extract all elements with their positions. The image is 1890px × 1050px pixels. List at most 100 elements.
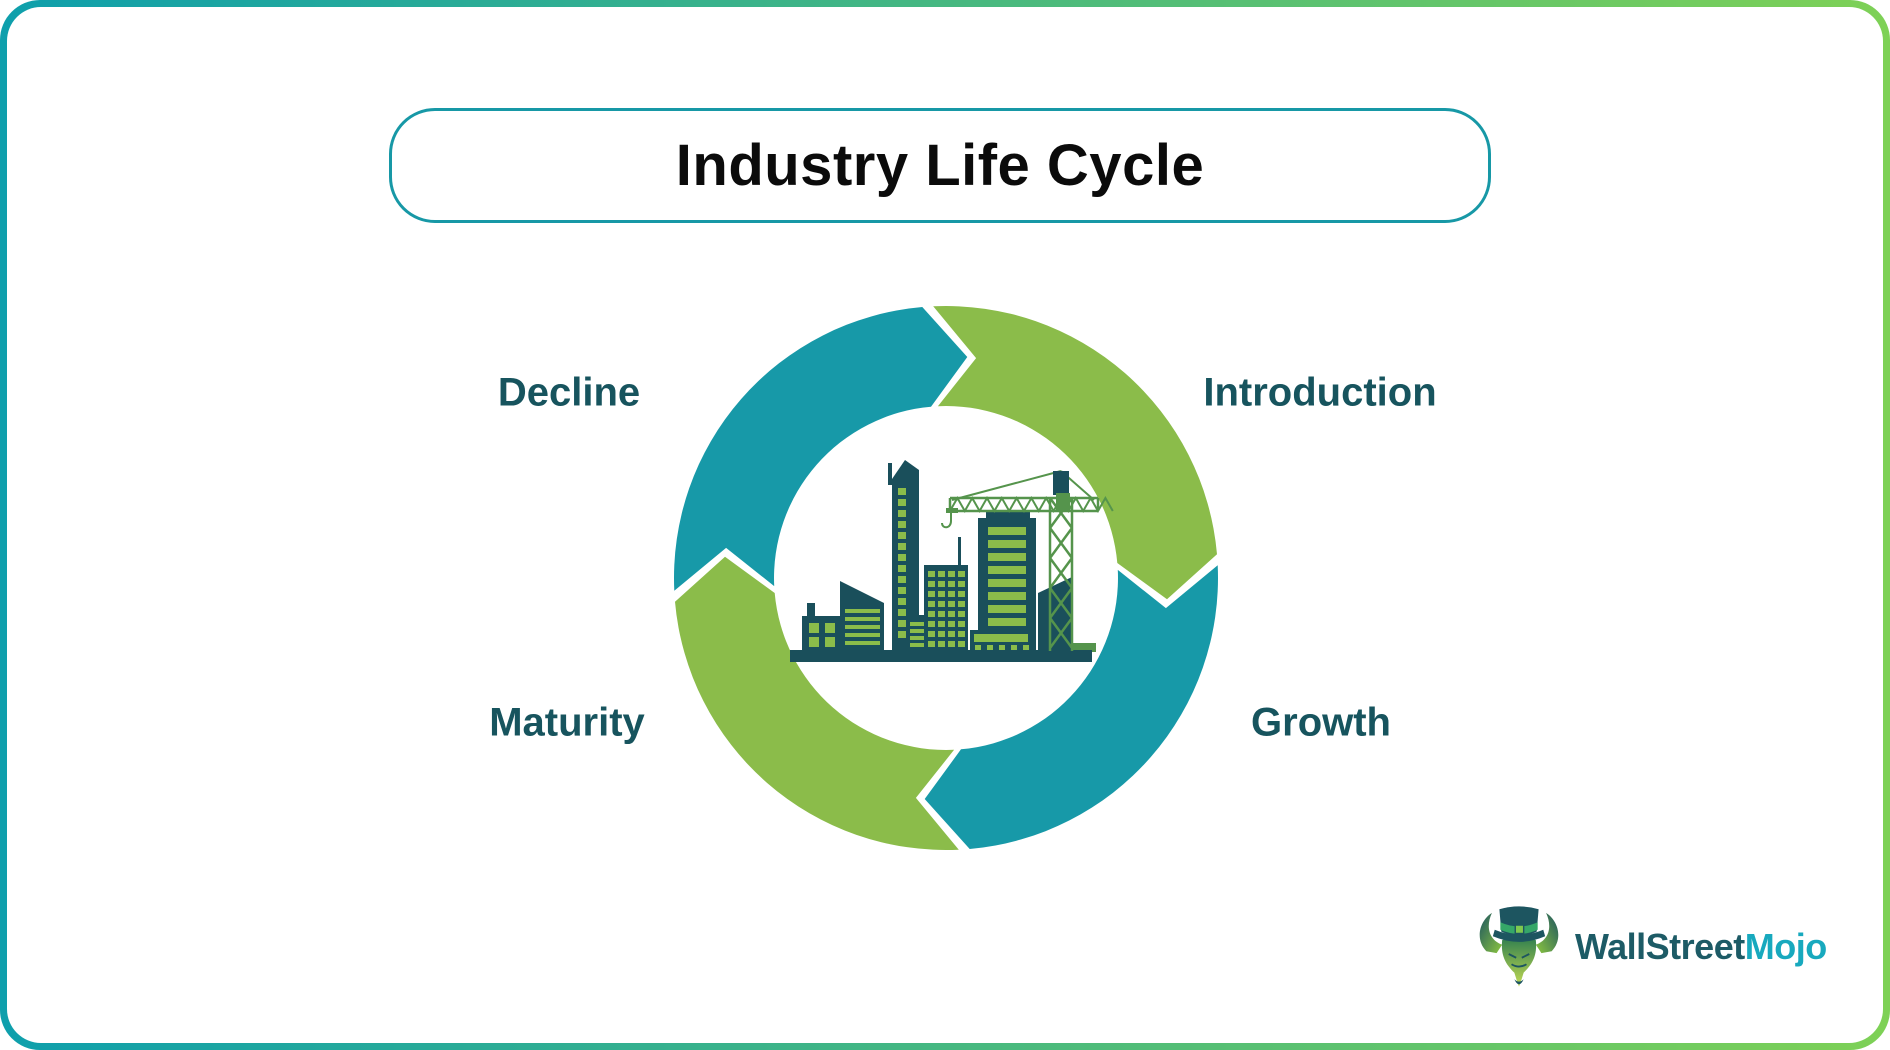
stripe <box>845 625 880 629</box>
window-bar <box>988 527 1026 535</box>
window <box>938 591 945 597</box>
window-bar <box>988 605 1026 613</box>
window <box>938 631 945 637</box>
logo-wordmark: WallStreetMojo <box>1575 926 1827 968</box>
window <box>1023 645 1029 650</box>
antenna <box>958 537 961 567</box>
window <box>938 601 945 607</box>
rect-shape <box>924 565 968 651</box>
bull-right-horn <box>1535 912 1559 954</box>
crane-pylon <box>1053 471 1069 495</box>
stripe <box>910 643 930 647</box>
window <box>948 571 955 577</box>
window <box>898 488 906 495</box>
stripe <box>845 633 880 637</box>
window <box>898 587 906 594</box>
title-box: Industry Life Cycle <box>389 108 1491 223</box>
window-bar <box>988 579 1026 587</box>
window <box>825 637 835 647</box>
window <box>987 645 993 650</box>
rect-shape <box>802 616 842 651</box>
window <box>825 623 835 633</box>
stage-label-decline: Decline <box>497 370 641 415</box>
window <box>958 581 965 587</box>
window-bar <box>988 592 1026 600</box>
window <box>948 621 955 627</box>
window <box>809 637 819 647</box>
ring-segment-introduction <box>933 305 1217 600</box>
window <box>928 621 935 627</box>
logo-text-primary: WallStreet <box>1575 926 1745 967</box>
jib-chords <box>948 496 1100 513</box>
ring-segment-maturity <box>675 556 959 851</box>
window <box>898 576 906 583</box>
stage-label-introduction: Introduction <box>1203 370 1437 415</box>
stripe <box>845 617 880 621</box>
window <box>928 571 935 577</box>
stripe <box>910 636 930 640</box>
bull-eyes <box>1508 953 1530 968</box>
jib-lattice <box>949 495 1114 514</box>
window <box>975 645 981 650</box>
window <box>948 581 955 587</box>
crane-hook <box>941 513 952 529</box>
stripe <box>910 629 930 633</box>
window <box>948 641 955 647</box>
building-wedge-right <box>1038 577 1072 651</box>
stage-label-growth: Growth <box>1251 700 1391 745</box>
ring-segment-growth <box>924 565 1219 849</box>
window <box>1011 645 1017 650</box>
window-bar <box>988 540 1026 548</box>
crane-cables <box>951 470 1095 501</box>
window-bar <box>988 618 1026 626</box>
window <box>809 623 819 633</box>
crane-cab <box>1056 493 1070 511</box>
window <box>898 554 906 561</box>
window <box>898 521 906 528</box>
stage-label-maturity: Maturity <box>489 700 645 745</box>
window <box>928 601 935 607</box>
antenna <box>888 463 892 485</box>
window <box>999 645 1005 650</box>
window <box>928 641 935 647</box>
window <box>928 631 935 637</box>
polygon-shape <box>840 581 884 651</box>
window <box>938 611 945 617</box>
window <box>958 631 965 637</box>
window <box>958 591 965 597</box>
cycle-ring <box>673 305 1219 851</box>
window <box>948 631 955 637</box>
window <box>948 611 955 617</box>
window <box>958 571 965 577</box>
window <box>938 641 945 647</box>
window <box>898 565 906 572</box>
building-house <box>802 603 842 651</box>
building-wedge-left <box>840 581 884 651</box>
building-tower <box>888 460 919 651</box>
bull-with-top-hat-icon <box>1479 906 1559 987</box>
window <box>958 611 965 617</box>
window <box>958 601 965 607</box>
window <box>898 631 906 638</box>
building-office <box>978 510 1036 651</box>
crane-icon <box>941 470 1114 651</box>
bull-hat-buckle <box>1514 924 1525 935</box>
building-mid <box>924 537 968 651</box>
window <box>938 571 945 577</box>
bull-hat-brim <box>1492 929 1546 942</box>
window-bar <box>974 634 1028 642</box>
bull-face <box>1501 936 1537 987</box>
building-annex <box>970 630 1032 651</box>
window <box>928 581 935 587</box>
window <box>958 621 965 627</box>
bull-left-horn <box>1479 912 1503 954</box>
window <box>938 621 945 627</box>
mast-lattice <box>1048 497 1074 651</box>
infographic-canvas <box>7 7 1883 1043</box>
window <box>928 611 935 617</box>
window <box>898 499 906 506</box>
window-bar <box>988 566 1026 574</box>
window <box>898 609 906 616</box>
